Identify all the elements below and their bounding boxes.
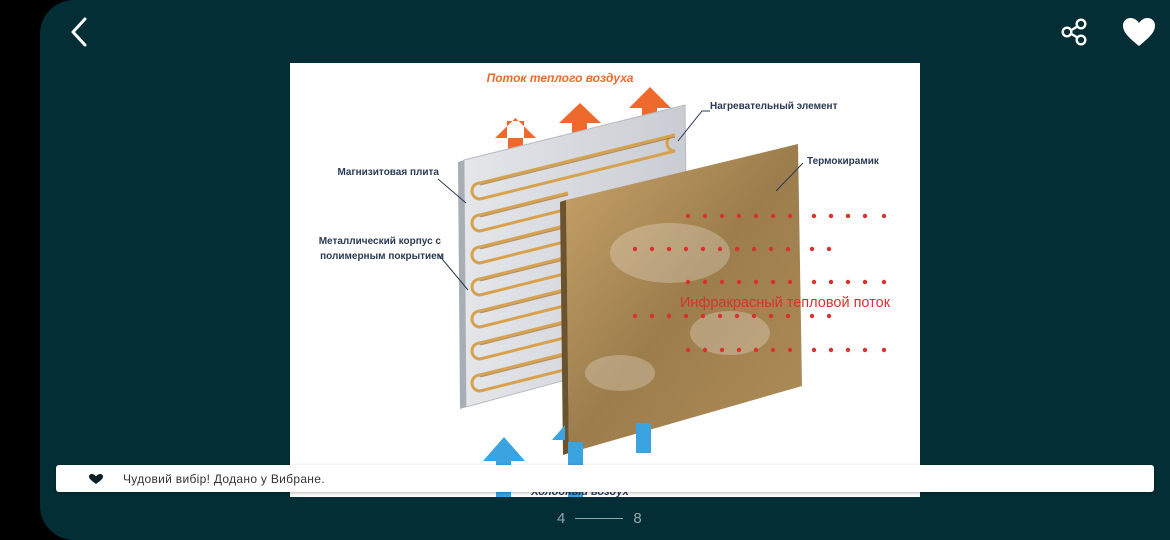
heart-icon	[89, 473, 103, 484]
pager-divider	[575, 517, 624, 519]
chevron-left-icon	[71, 17, 87, 47]
pager-total: 8	[633, 509, 642, 527]
infrared-dots	[632, 213, 887, 353]
favorite-toast: Чудовий вибір! Додано у Вибране.	[56, 465, 1154, 492]
heating-coil	[470, 133, 676, 393]
heart-icon	[1123, 18, 1155, 46]
magnesite-plate-label: Магнизитовая плита	[337, 167, 439, 178]
thermoceramic-panel	[566, 144, 802, 453]
image-pager: 4 8	[557, 508, 642, 528]
image-viewer: Поток теплого воздуха	[40, 0, 1170, 540]
heater-diagram: Поток теплого воздуха	[319, 71, 891, 497]
infrared-flow-label: Инфракрасный тепловой поток	[680, 295, 891, 311]
thermoceramic-label: Термокирамик	[807, 156, 880, 167]
metal-body-label-1: Металлический корпус с	[319, 236, 442, 247]
heating-element-label: Нагревательный элемент	[710, 101, 838, 112]
product-image: Поток теплого воздуха	[290, 63, 920, 497]
back-button[interactable]	[64, 14, 100, 50]
metal-body-label-2: полимерным покрытием	[320, 251, 444, 262]
warm-air-caption: Поток теплого воздуха	[487, 71, 634, 85]
toast-message: Чудовий вибір! Додано у Вибране.	[123, 471, 325, 486]
pager-current: 4	[557, 509, 566, 527]
share-button[interactable]	[1056, 14, 1092, 50]
favorite-button[interactable]	[1120, 13, 1158, 51]
share-icon	[1061, 18, 1087, 46]
